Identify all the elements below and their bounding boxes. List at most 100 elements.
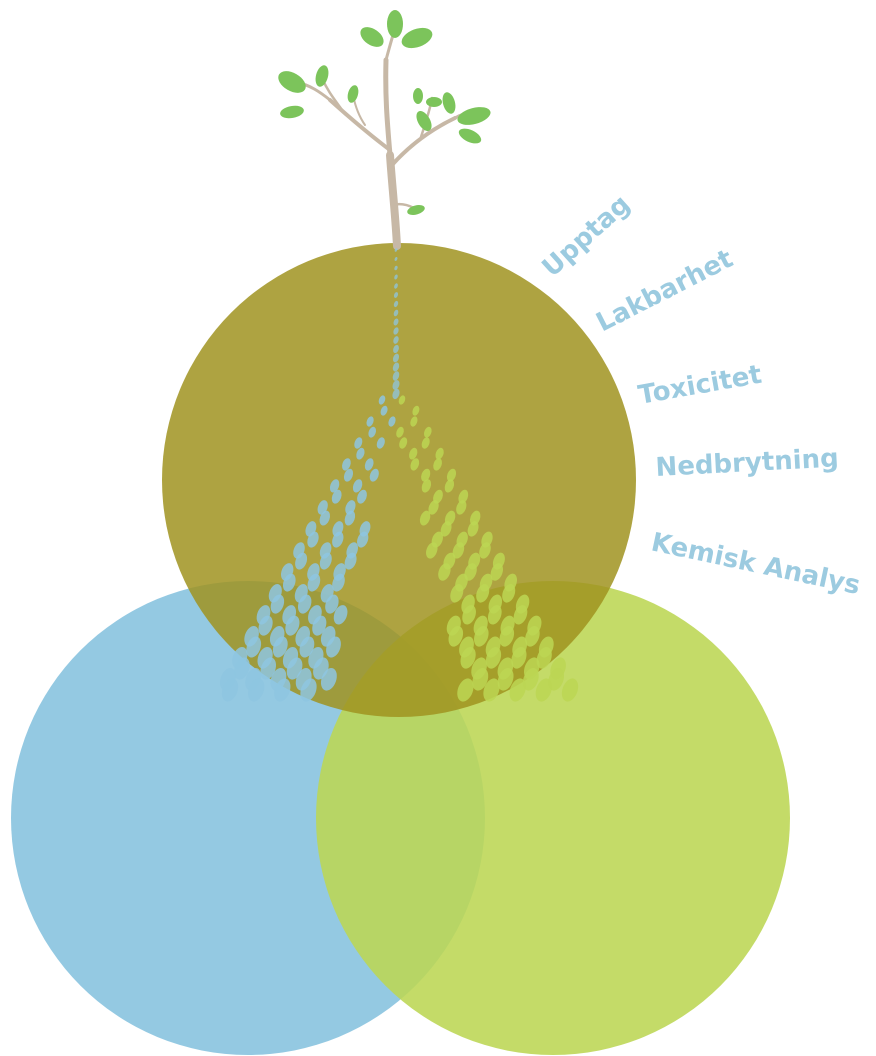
- root-dot: [499, 625, 515, 647]
- root-dot: [221, 678, 239, 702]
- root-dot: [394, 265, 398, 271]
- root-dot: [248, 678, 265, 702]
- root-dot: [502, 584, 516, 603]
- root-dot: [497, 668, 514, 691]
- root-dot: [319, 510, 331, 526]
- root-dot: [394, 256, 398, 262]
- root-dot: [376, 437, 385, 449]
- root-dot: [483, 678, 500, 702]
- root-dot: [561, 678, 579, 702]
- root-dot: [344, 510, 356, 526]
- root-dot: [344, 552, 357, 570]
- root-dot: [396, 426, 404, 438]
- root-dot: [392, 353, 400, 363]
- root-dot: [393, 327, 399, 335]
- root-dot: [285, 615, 300, 636]
- root-dot: [433, 489, 443, 504]
- root-dot: [525, 625, 540, 647]
- label-upptag: Upptag: [537, 189, 637, 283]
- root-dot: [368, 426, 377, 438]
- root-dot: [299, 636, 315, 658]
- root-dot: [354, 437, 363, 449]
- root-dot: [342, 458, 351, 471]
- root-dot: [479, 542, 491, 559]
- root-dot: [357, 531, 369, 548]
- root-dot: [394, 248, 398, 252]
- root-dot: [380, 405, 388, 416]
- label-lakbarhet: Lakbarhet: [592, 244, 738, 338]
- root-dots: [219, 248, 579, 702]
- root-dot: [435, 447, 444, 460]
- root-dot: [332, 573, 345, 592]
- label-nedbrytning: Nedbrytning: [655, 443, 840, 483]
- root-dot: [421, 479, 432, 493]
- root-dot: [410, 458, 420, 471]
- root-dot: [410, 416, 418, 427]
- root-dot: [421, 468, 431, 482]
- root-dot: [457, 678, 474, 702]
- root-dot: [246, 636, 262, 658]
- root-dot: [419, 510, 431, 526]
- root-dot: [392, 380, 400, 390]
- root-dot: [332, 531, 344, 548]
- root-dot: [426, 542, 438, 559]
- root-dot: [366, 416, 374, 427]
- root-dot: [345, 500, 356, 515]
- root-dot: [464, 563, 477, 581]
- root-dot: [258, 615, 273, 636]
- root-dot: [356, 447, 365, 460]
- root-dot: [467, 521, 479, 537]
- root-dot: [394, 274, 398, 280]
- root-dot: [476, 584, 490, 603]
- root-dot: [234, 657, 250, 680]
- root-dot: [295, 552, 308, 570]
- root-dot: [485, 647, 502, 669]
- root-dot: [412, 405, 420, 416]
- root-dot: [438, 563, 451, 581]
- root-dot: [333, 605, 348, 625]
- root-dot: [352, 479, 363, 493]
- root-dot: [522, 668, 539, 691]
- root-dot: [440, 521, 452, 537]
- root-dot: [535, 678, 552, 702]
- root-dot: [548, 668, 565, 691]
- root-dot: [272, 636, 288, 658]
- root-dot: [392, 388, 400, 400]
- label-kemisk-analys: Kemisk Analys: [649, 528, 863, 602]
- root-dot: [393, 309, 399, 317]
- root-dot: [326, 636, 341, 658]
- root-dot: [456, 500, 467, 515]
- root-dot: [274, 678, 291, 702]
- root-dot: [357, 489, 367, 504]
- root-dot: [393, 344, 399, 354]
- root-dot: [428, 500, 439, 515]
- root-dot: [378, 395, 386, 405]
- root-dot: [450, 584, 464, 603]
- root-dot: [460, 647, 476, 669]
- root-dot: [536, 647, 552, 669]
- root-dot: [394, 283, 398, 289]
- root-dot: [458, 489, 469, 504]
- root-dot: [452, 542, 465, 559]
- root-dot: [393, 292, 399, 298]
- root-dot: [398, 395, 406, 405]
- root-dot: [300, 678, 317, 702]
- root-dot: [393, 318, 399, 326]
- root-dot: [444, 479, 455, 493]
- root-dot: [319, 552, 332, 570]
- root-dot: [392, 371, 400, 381]
- label-toxicitet: Toxicitet: [636, 360, 764, 411]
- root-dot: [423, 426, 432, 438]
- root-dot: [421, 437, 430, 449]
- root-dot: [511, 647, 527, 669]
- root-dot: [472, 668, 489, 691]
- root-dot: [509, 678, 526, 702]
- root-dot: [393, 336, 399, 344]
- root-dot: [393, 300, 399, 308]
- root-dot: [392, 362, 400, 372]
- root-dot: [329, 479, 340, 493]
- root-dot: [282, 573, 296, 592]
- root-dot: [364, 458, 374, 471]
- root-dot: [260, 657, 277, 680]
